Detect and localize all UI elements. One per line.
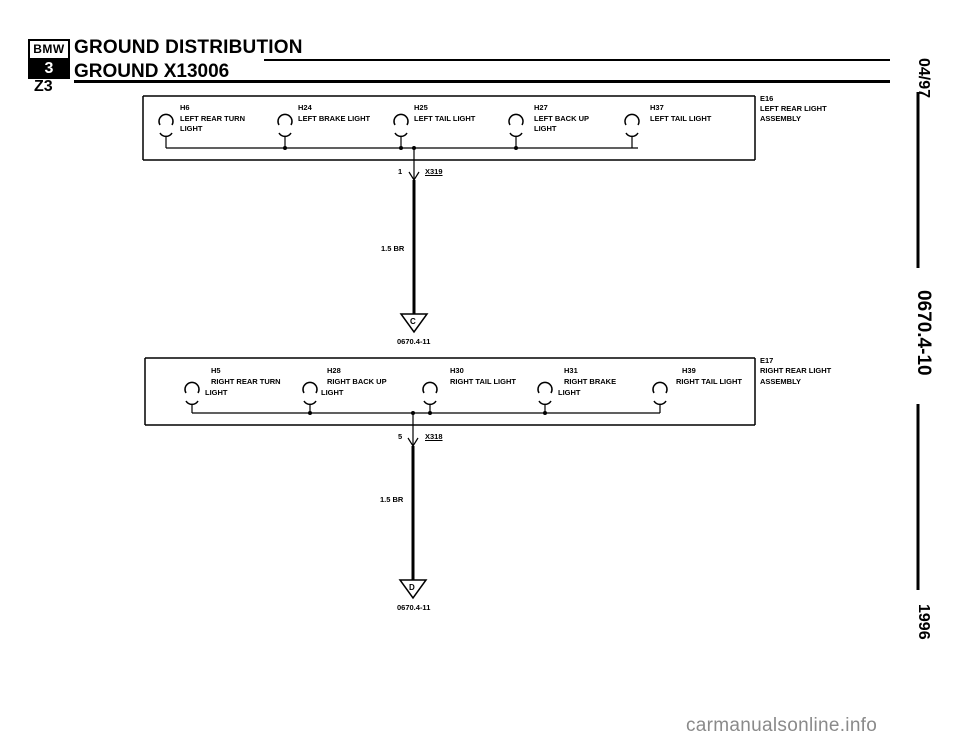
assembly-e16-name-2: ASSEMBLY [760, 114, 801, 123]
lamp-h27-name-2: LIGHT [534, 124, 557, 133]
lamp-h39-symbol [652, 381, 668, 413]
lamp-h5-symbol [184, 381, 200, 413]
lamp-h6-name-2: LIGHT [180, 124, 203, 133]
assembly-e17-id: E17 [760, 356, 774, 365]
diagram-right-assembly [144, 357, 756, 600]
ground-letter: D [409, 583, 415, 592]
assembly-e16-name: LEFT REAR LIGHT [760, 104, 827, 113]
lamp-h24-name: LEFT BRAKE LIGHT [298, 114, 371, 123]
lamp-h6-id: H6 [180, 103, 190, 112]
bus-junction [411, 411, 415, 415]
page-subtitle: GROUND X13006 [74, 61, 230, 82]
lamp-h31-id: H31 [564, 366, 578, 375]
title-rule [264, 59, 890, 61]
wire-spec: 1.5 BR [381, 244, 405, 253]
ground-reference: 0670.4-11 [397, 603, 431, 612]
side-year: 1996 [915, 604, 932, 640]
page-title: GROUND DISTRIBUTION [74, 37, 303, 58]
lamp-h28-id: H28 [327, 366, 341, 375]
lamp-h25-name: LEFT TAIL LIGHT [414, 114, 476, 123]
ground-letter: C [410, 317, 416, 326]
lamp-h37-symbol [624, 113, 640, 148]
lamp-h5-id: H5 [211, 366, 221, 375]
logo-series-number: 3 [30, 60, 68, 77]
lamp-h28-name: RIGHT BACK UP [327, 377, 387, 386]
lamp-h28-name-2: LIGHT [321, 388, 344, 397]
connector-pin: 1 [398, 167, 403, 176]
assembly-e16-id: E16 [760, 94, 774, 103]
lamp-h31-symbol [537, 381, 553, 415]
subtitle-rule [74, 80, 890, 83]
lamp-h30-name: RIGHT TAIL LIGHT [450, 377, 516, 386]
lamp-h39-id: H39 [682, 366, 696, 375]
lamp-h5-name-2: LIGHT [205, 388, 228, 397]
lamp-h37-id: H37 [650, 103, 664, 112]
connector-id: X319 [425, 167, 443, 176]
connector-pin: 5 [398, 432, 403, 441]
lamp-h24-symbol [277, 113, 293, 150]
lamp-h27-name: LEFT BACK UP [534, 114, 589, 123]
lamp-h37-name: LEFT TAIL LIGHT [650, 114, 712, 123]
bmw-logo: BMW 3 [28, 39, 70, 79]
lamp-h31-name: RIGHT BRAKE [564, 377, 617, 386]
lamp-h25-id: H25 [414, 103, 428, 112]
lamp-h39-name: RIGHT TAIL LIGHT [676, 377, 742, 386]
assembly-e17-name-2: ASSEMBLY [760, 377, 801, 386]
wire-spec: 1.5 BR [380, 495, 404, 504]
side-date: 04/97 [915, 58, 932, 99]
ground-symbol-d [398, 579, 428, 600]
lamp-h28-symbol [302, 381, 318, 415]
connector-id: X318 [425, 432, 443, 441]
lamp-h5-name: RIGHT REAR TURN [211, 377, 281, 386]
lamp-h24-id: H24 [298, 103, 312, 112]
ground-reference: 0670.4-11 [397, 337, 431, 346]
bus-junction [412, 146, 416, 150]
logo-top-text: BMW [30, 41, 68, 60]
lamp-h30-symbol [422, 381, 438, 415]
side-page-number: 0670.4-10 [913, 290, 934, 376]
lamp-h6-symbol [158, 113, 174, 148]
lamp-h27-id: H27 [534, 103, 548, 112]
lamp-h30-id: H30 [450, 366, 464, 375]
lamp-h31-name-2: LIGHT [558, 388, 581, 397]
lamp-h25-symbol [393, 113, 409, 150]
model-label: Z3 [34, 78, 53, 95]
ground-symbol-c [399, 313, 429, 334]
diagram-left-assembly [142, 95, 756, 334]
watermark: carmanualsonline.info [686, 715, 878, 736]
lamp-h6-name: LEFT REAR TURN [180, 114, 245, 123]
assembly-e17-name: RIGHT REAR LIGHT [760, 366, 832, 375]
lamp-h27-symbol [508, 113, 524, 150]
